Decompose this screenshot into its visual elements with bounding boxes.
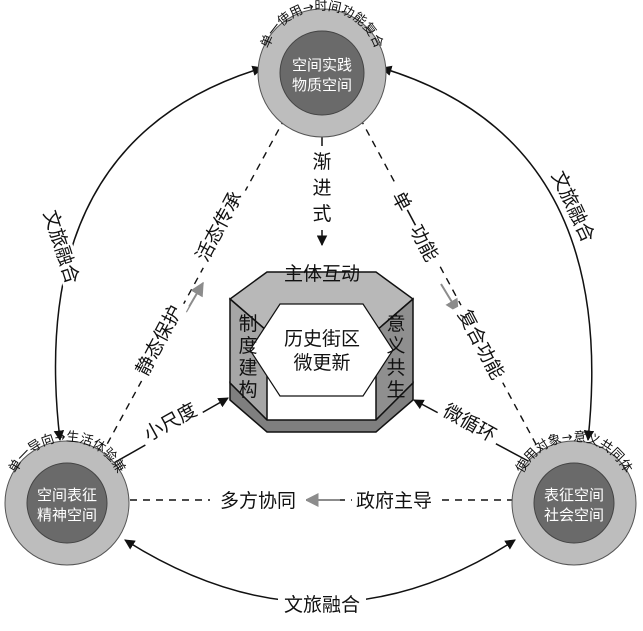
node-right-line1: 表征空间 — [544, 486, 604, 504]
node-left-line1: 空间表征 — [37, 486, 97, 504]
label-composite-function: 复合功能 — [453, 306, 508, 383]
node-top: 单一使用→时间功能复合 空间实践 物质空间 — [257, 0, 387, 138]
gray-arrow-right — [440, 283, 459, 314]
label-progressive-3: 式 — [312, 203, 331, 225]
hex-front-face — [249, 303, 394, 397]
label-micro-cycle: 微循环 — [439, 400, 500, 447]
gray-arrow-left — [185, 281, 204, 313]
hex-bottom-edge — [229, 381, 414, 433]
center-title-line1: 历史街区 — [284, 328, 360, 350]
node-left: 单一导向→生活体验兼 空间表征 精神空间 — [4, 430, 130, 566]
hex-top-label: 主体互动 — [284, 263, 360, 285]
label-government-led: 政府主导 — [356, 490, 432, 512]
label-progressive-2: 进 — [312, 177, 331, 199]
label-static-protection: 静态保护 — [132, 302, 187, 379]
hex-right-char-1: 意 — [386, 313, 405, 335]
dashed-top-right — [359, 117, 539, 449]
outer-arrow-right — [380, 65, 595, 442]
label-culture-tourism-left: 文旅融合 — [39, 208, 83, 287]
outer-arrow-left — [53, 65, 264, 442]
hex-left-char-4: 构 — [238, 379, 257, 401]
label-culture-tourism-right: 文旅融合 — [547, 168, 599, 246]
node-right-line2: 社会空间 — [544, 506, 604, 524]
node-top-line1: 空间实践 — [292, 56, 352, 74]
hex-left-char-3: 建 — [238, 357, 257, 379]
label-single-function: 单一功能 — [387, 188, 442, 265]
hex-left-char-1: 制 — [238, 313, 257, 335]
hex-left-char-2: 度 — [238, 335, 257, 357]
label-small-scale: 小尺度 — [140, 399, 201, 446]
center-hexagon — [228, 271, 415, 433]
node-left-line2: 精神空间 — [37, 506, 97, 524]
hex-right-char-4: 生 — [386, 379, 405, 401]
label-culture-tourism-bottom: 文旅融合 — [284, 594, 360, 616]
hex-right-char-3: 共 — [386, 357, 405, 379]
label-progressive-1: 渐 — [312, 151, 331, 173]
center-title-line2: 微更新 — [293, 352, 350, 374]
node-right: 使用对象→意义共同体 表征空间 社会空间 — [511, 429, 637, 566]
label-multi-party: 多方协同 — [220, 490, 296, 512]
node-top-line2: 物质空间 — [292, 76, 352, 94]
label-living-heritage: 活态传承 — [192, 188, 247, 265]
hex-right-char-2: 义 — [386, 335, 405, 357]
